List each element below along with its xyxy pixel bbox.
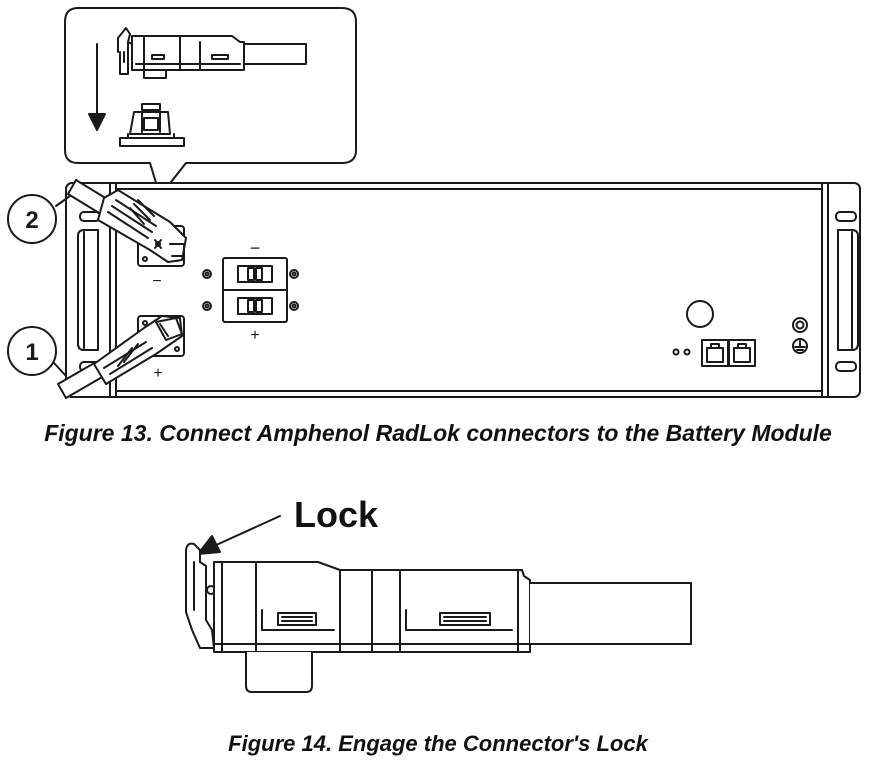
led-2: [683, 348, 691, 356]
led-1: [672, 348, 680, 356]
breaker-positive-label: +: [250, 327, 259, 344]
connector-slot-right: [439, 612, 491, 626]
lock-pointer-arrow: [197, 515, 281, 555]
svg-text:2: 2: [25, 207, 38, 234]
ground-icon: [792, 338, 808, 354]
right-mounting-ear: [835, 211, 859, 372]
status-indicator: [686, 300, 714, 328]
polarity-positive-left: +: [153, 365, 162, 382]
breaker-switch-block: − +: [202, 238, 299, 344]
figure-14-caption: Figure 14. Engage the Connector's Lock: [228, 731, 648, 756]
inset-connector-side-view: [117, 27, 307, 79]
reset-button: [792, 317, 808, 333]
down-arrow-icon: [88, 43, 106, 131]
negative-terminal-connector: [67, 179, 187, 267]
figure-13-battery-module-diagram: − + − +: [7, 7, 861, 399]
communication-panel: [672, 300, 808, 367]
callout-1: 1: [7, 326, 67, 377]
callout-2: 2: [7, 194, 71, 244]
polarity-negative-left: −: [152, 273, 161, 290]
inset-bubble: [64, 7, 357, 197]
battery-module-chassis: [65, 182, 861, 398]
breaker-negative-label: −: [250, 238, 261, 258]
connector-side-view: [185, 542, 692, 693]
connector-slot-left: [277, 612, 317, 626]
svg-text:1: 1: [25, 339, 38, 366]
figure-14-connector-lock-diagram: Lock: [185, 494, 692, 693]
positive-terminal-connector: [57, 315, 185, 399]
connector-cable: [529, 582, 692, 645]
lock-label: Lock: [294, 494, 379, 535]
connector-lock-latch: [185, 542, 215, 649]
inset-receptacle: [119, 103, 185, 147]
figure-13-caption: Figure 13. Connect Amphenol RadLok conne…: [44, 420, 832, 446]
rj45-port-icon: [728, 339, 756, 367]
